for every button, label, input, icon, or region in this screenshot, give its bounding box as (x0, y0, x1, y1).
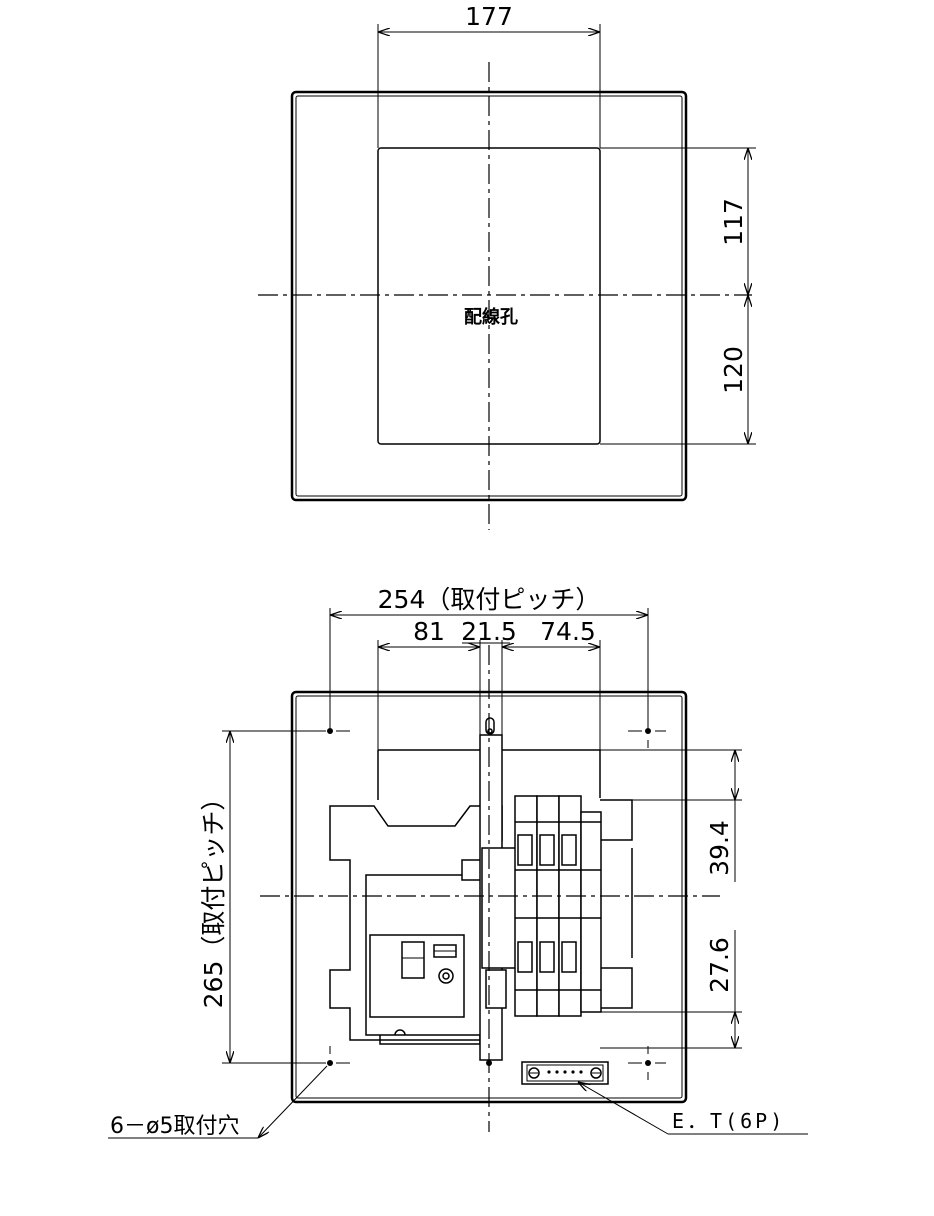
dim-74-5-label: 74.5 (540, 617, 596, 646)
branch-handle (539, 834, 555, 866)
branch-handle (539, 941, 555, 973)
rail-hanger-slot (485, 717, 495, 735)
mount-hole-icon (645, 1060, 651, 1066)
dim-117-label: 117 (719, 198, 748, 246)
terminal-pin (571, 1070, 575, 1074)
mount-hole-icon (327, 728, 333, 734)
top-box-outer (290, 90, 688, 502)
branch-column (514, 795, 538, 1017)
dim-39-4-label: 39.4 (705, 820, 734, 876)
terminal-pin (563, 1070, 567, 1074)
dim-120-label: 120 (719, 346, 748, 394)
dim-21-5-label: 21.5 (461, 617, 517, 646)
terminal-pin (547, 1070, 551, 1074)
dim-265-label: 265（取付ピッチ） (199, 786, 228, 1009)
branch-handle (561, 834, 577, 866)
branch-rail-right (580, 811, 602, 1013)
leader-earth-terminal (578, 1082, 669, 1135)
busbar-left (481, 847, 517, 969)
rail-hanger-hole (487, 728, 493, 734)
branch-handle (561, 941, 577, 973)
dim-254-label: 254（取付ピッチ） (378, 585, 601, 614)
terminal-screw-icon (528, 1067, 540, 1079)
breaker-clip (394, 1029, 406, 1036)
dim-81-label: 81 (413, 617, 445, 646)
branch-column (536, 795, 560, 1017)
mount-hole-icon (327, 1060, 333, 1066)
mount-hole-icon (645, 728, 651, 734)
branch-handle (517, 941, 533, 973)
terminal-pin (579, 1070, 583, 1074)
main-breaker-panel (369, 934, 465, 1018)
test-button-icon (438, 968, 454, 984)
breaker-handle (401, 941, 425, 979)
earth-terminal (521, 1061, 609, 1085)
label-mount-holes: 6－ø5取付穴 (110, 1114, 239, 1139)
dim-177-label: 177 (465, 2, 513, 31)
bottom-view: 254（取付ピッチ） 81 21.5 74.5 265（取付ピッチ） 39.4 … (108, 585, 808, 1139)
top-view: 177 117 120 配線孔 (258, 2, 756, 530)
branch-column (558, 795, 582, 1017)
branch-breakers (514, 795, 602, 1017)
branch-handle (517, 834, 533, 866)
terminal-pin (555, 1070, 559, 1074)
label-earth-terminal: E．T(6P) (672, 1109, 785, 1133)
wiring-hole-label: 配線孔 (464, 306, 518, 328)
earth-terminal-inner (526, 1064, 604, 1082)
mounting-holes (327, 714, 666, 1080)
test-button-center (442, 972, 450, 980)
busbar-bottom (485, 969, 507, 1009)
leader-mount-holes (258, 1065, 328, 1138)
terminal-screw-icon (590, 1067, 602, 1079)
dim-27-6-label: 27.6 (705, 937, 734, 993)
